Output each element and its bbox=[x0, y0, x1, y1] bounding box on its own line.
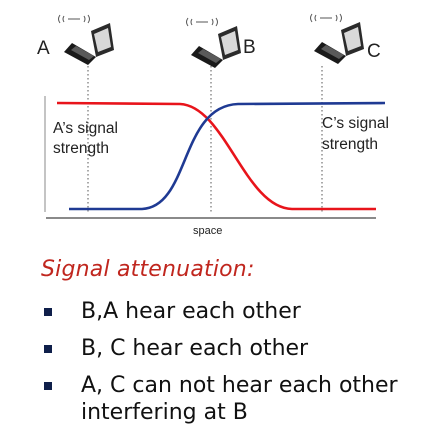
a-signal-strength-curve bbox=[56, 101, 376, 211]
wireless-waves-icon bbox=[310, 13, 342, 23]
bullet-text: B,A hear each other bbox=[81, 299, 301, 324]
square-bullet-icon bbox=[44, 382, 52, 390]
wireless-waves-icon bbox=[58, 14, 90, 24]
bullet-item: B, C hear each other bbox=[41, 335, 441, 362]
signal-strength-diagram: A B C A’s signal strength C’s signal str… bbox=[37, 13, 393, 237]
station-a-label: A bbox=[37, 38, 50, 59]
station-b-label: B bbox=[243, 37, 256, 58]
a-signal-label: A’s signal strength bbox=[53, 120, 122, 157]
bullet-text-continuation: interfering at B bbox=[81, 400, 248, 425]
bullet-item: A, C can not hear each other interfering… bbox=[41, 372, 441, 426]
bullet-text: A, C can not hear each other bbox=[81, 373, 398, 398]
bullet-text: B, C hear each other bbox=[81, 336, 309, 361]
wireless-waves-icon bbox=[186, 17, 218, 27]
bullet-list: B,A hear each other B, C hear each other… bbox=[41, 298, 441, 436]
c-signal-strength-curve bbox=[69, 101, 386, 211]
bullet-item: B,A hear each other bbox=[41, 298, 441, 325]
signal-attenuation-heading: Signal attenuation: bbox=[41, 257, 255, 282]
square-bullet-icon bbox=[44, 308, 52, 316]
c-signal-label: C’s signal strength bbox=[322, 115, 393, 153]
square-bullet-icon bbox=[44, 345, 52, 353]
laptop-a-icon bbox=[64, 23, 114, 65]
space-axis-label: space bbox=[193, 225, 222, 237]
station-c-label: C bbox=[367, 41, 381, 62]
laptop-c-icon bbox=[314, 22, 364, 64]
laptop-b-icon bbox=[191, 26, 241, 68]
